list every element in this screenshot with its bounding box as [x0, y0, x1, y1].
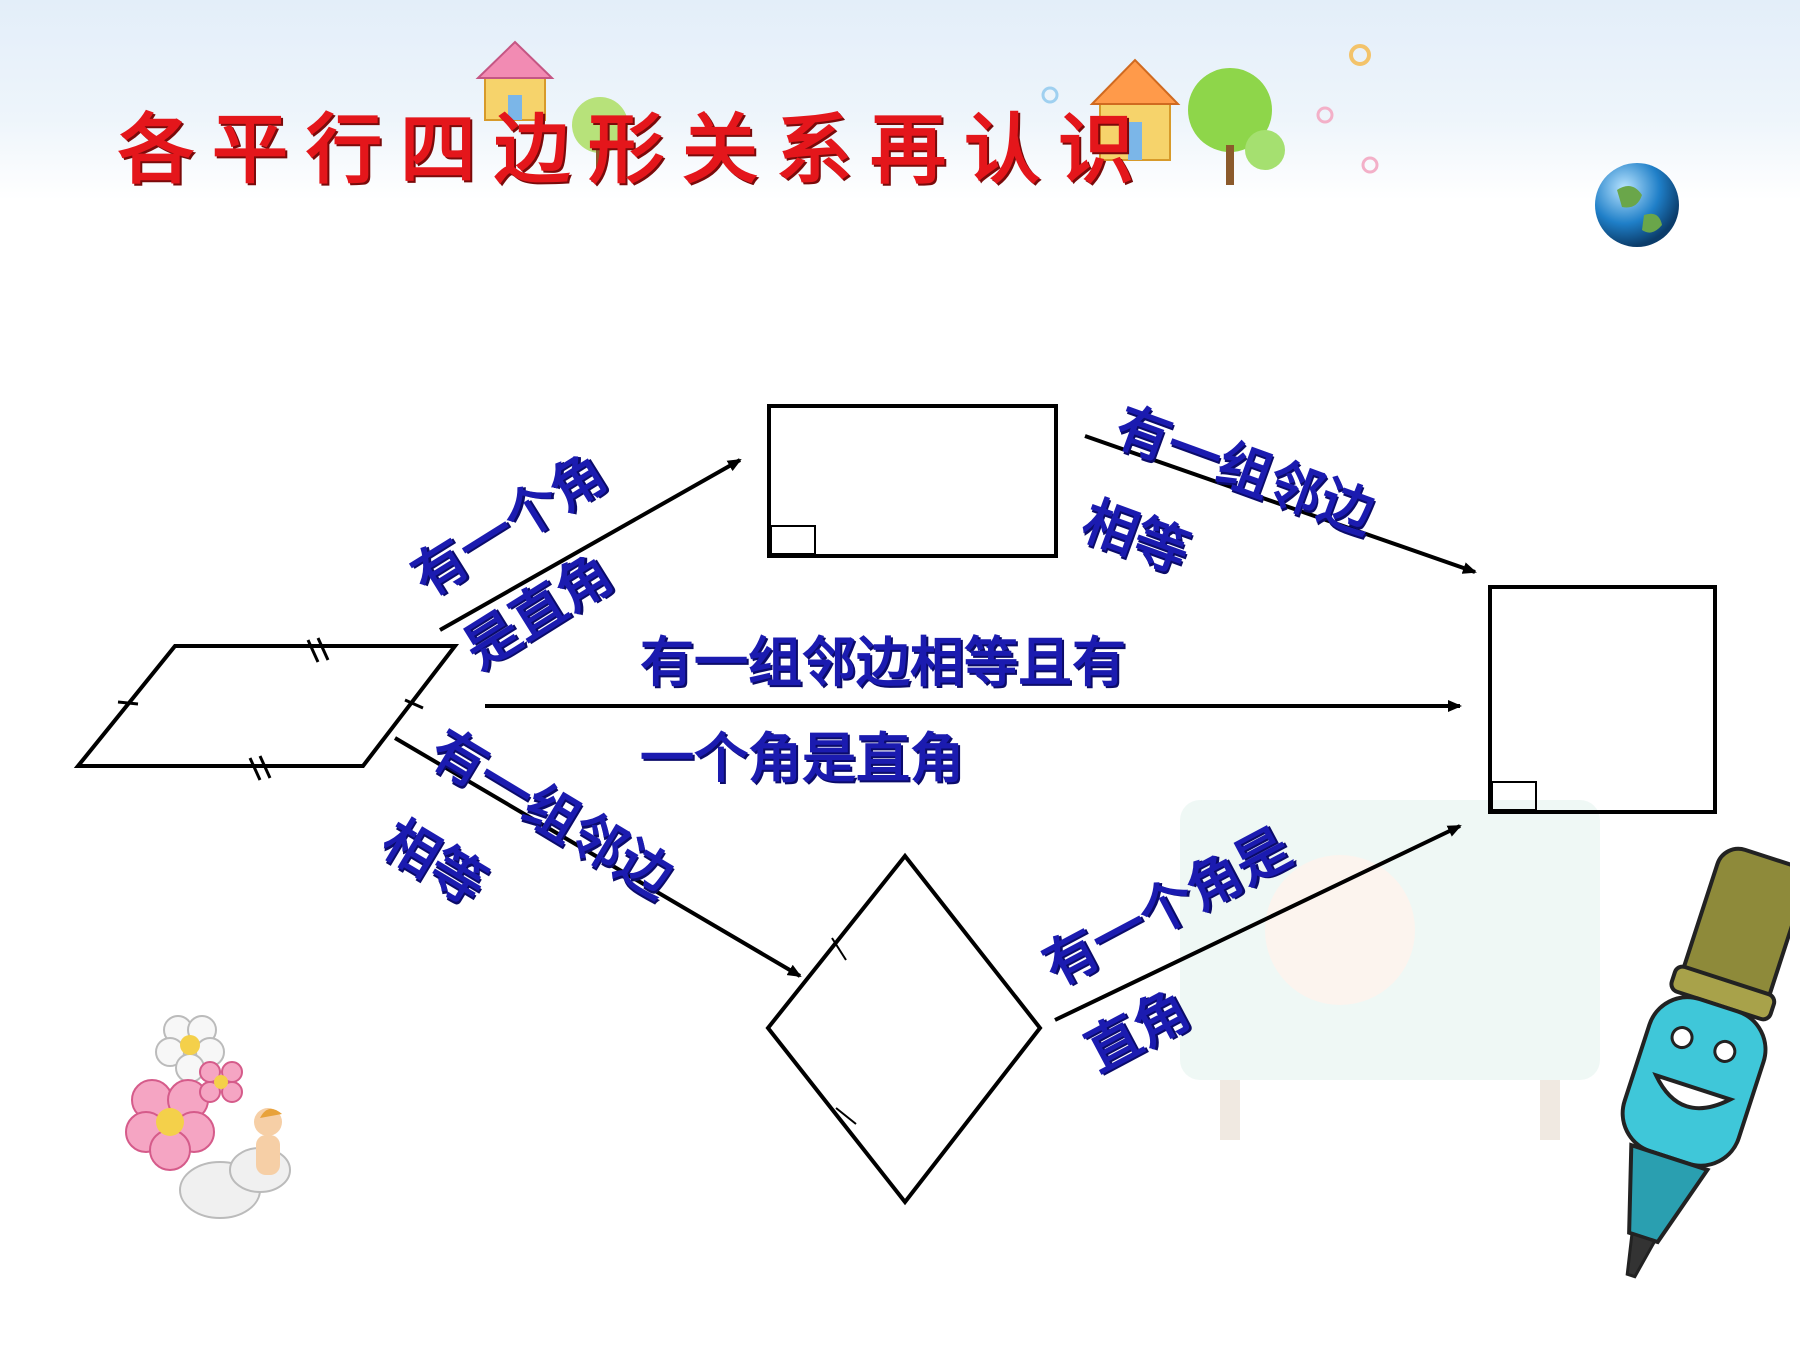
label-direct-line2: 一个角是直角: [640, 727, 964, 790]
background-board-decoration: [1180, 800, 1600, 1140]
single-tick-mark: [831, 937, 847, 961]
pen-character-icon: [1620, 846, 1790, 1279]
right-angle-mark: [1491, 781, 1537, 811]
tree-icon: [1188, 68, 1285, 185]
parallelogram-shape: [73, 637, 460, 781]
house-icon: [475, 40, 555, 121]
tree-icon: [572, 97, 628, 170]
rectangle-shape: [767, 404, 1058, 558]
house-icon: [1089, 58, 1181, 161]
right-angle-mark: [770, 525, 816, 555]
header-banner: [0, 0, 1800, 200]
header-decoration: [475, 40, 1379, 185]
square-shape: [1488, 585, 1717, 814]
arrow-to-rectangle: [439, 458, 742, 632]
page-title: 各平行四边形关系再认识: [118, 105, 1152, 194]
arrow-rectangle-to-square: [1084, 434, 1477, 574]
single-tick-mark: [117, 700, 139, 706]
label-direct-line1: 有一组邻边相等且有: [640, 631, 1126, 694]
double-tick-mark: [306, 639, 320, 663]
rhombus-shape: [765, 852, 1043, 1206]
flower-fairy-icon: [125, 1015, 291, 1219]
globe-icon: [1595, 163, 1679, 247]
single-tick-mark: [404, 698, 424, 710]
single-tick-mark: [835, 1107, 857, 1125]
arrow-to-rhombus: [393, 736, 802, 978]
double-tick-mark: [248, 757, 262, 781]
arrow-rhombus-to-square: [1054, 824, 1462, 1022]
